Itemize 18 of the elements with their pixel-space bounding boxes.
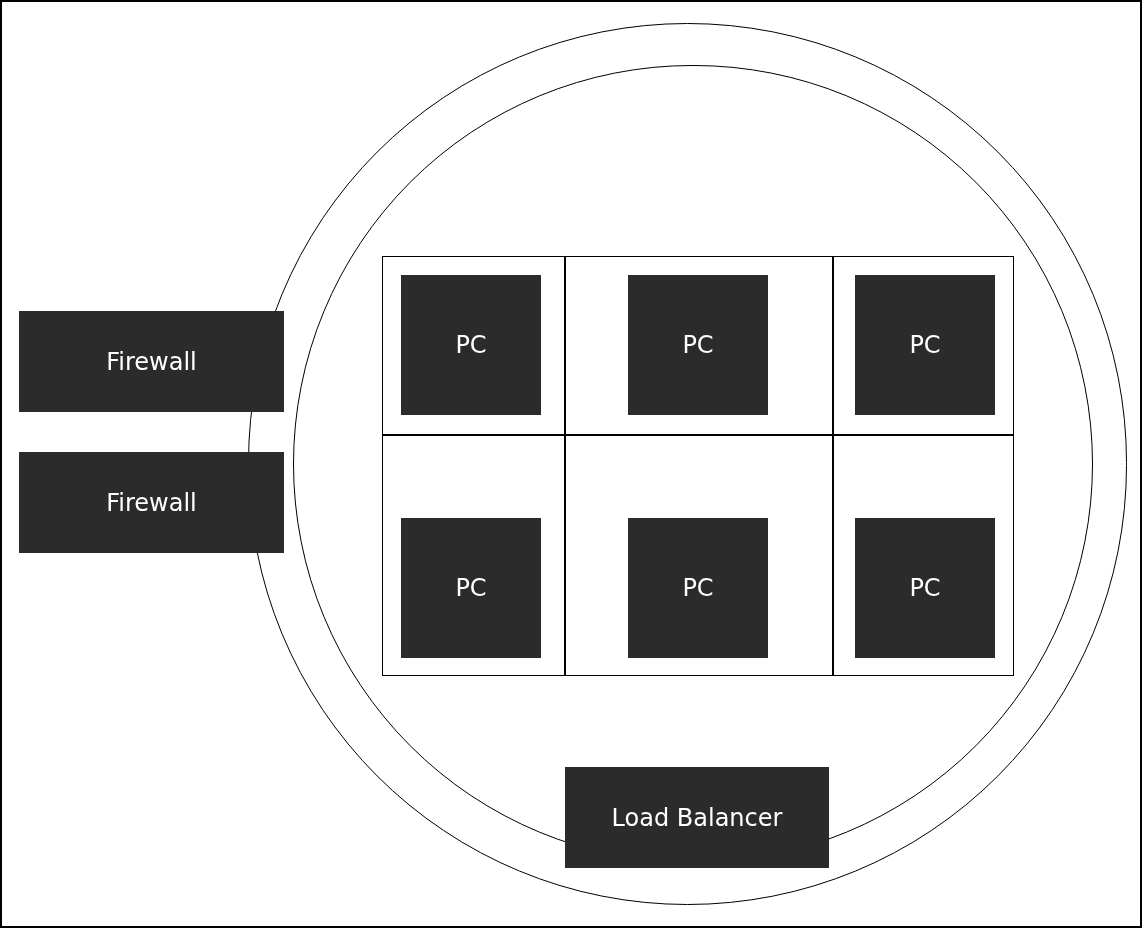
device-label: Load Balancer [611, 802, 783, 833]
device-label: PC [909, 573, 941, 603]
device-label: Firewall [106, 487, 197, 518]
device-box [628, 275, 768, 415]
device-box [19, 311, 284, 412]
device-box [19, 452, 284, 553]
device-label: PC [909, 330, 941, 360]
device-box [855, 518, 995, 658]
device-label: Firewall [106, 346, 197, 377]
device-box [855, 275, 995, 415]
device-label: PC [455, 573, 487, 603]
device-label: PC [455, 330, 487, 360]
grid-frame [382, 256, 1014, 676]
device-box [401, 518, 541, 658]
device-box [628, 518, 768, 658]
device-label: PC [682, 573, 714, 603]
device-label: PC [682, 330, 714, 360]
device-box [401, 275, 541, 415]
